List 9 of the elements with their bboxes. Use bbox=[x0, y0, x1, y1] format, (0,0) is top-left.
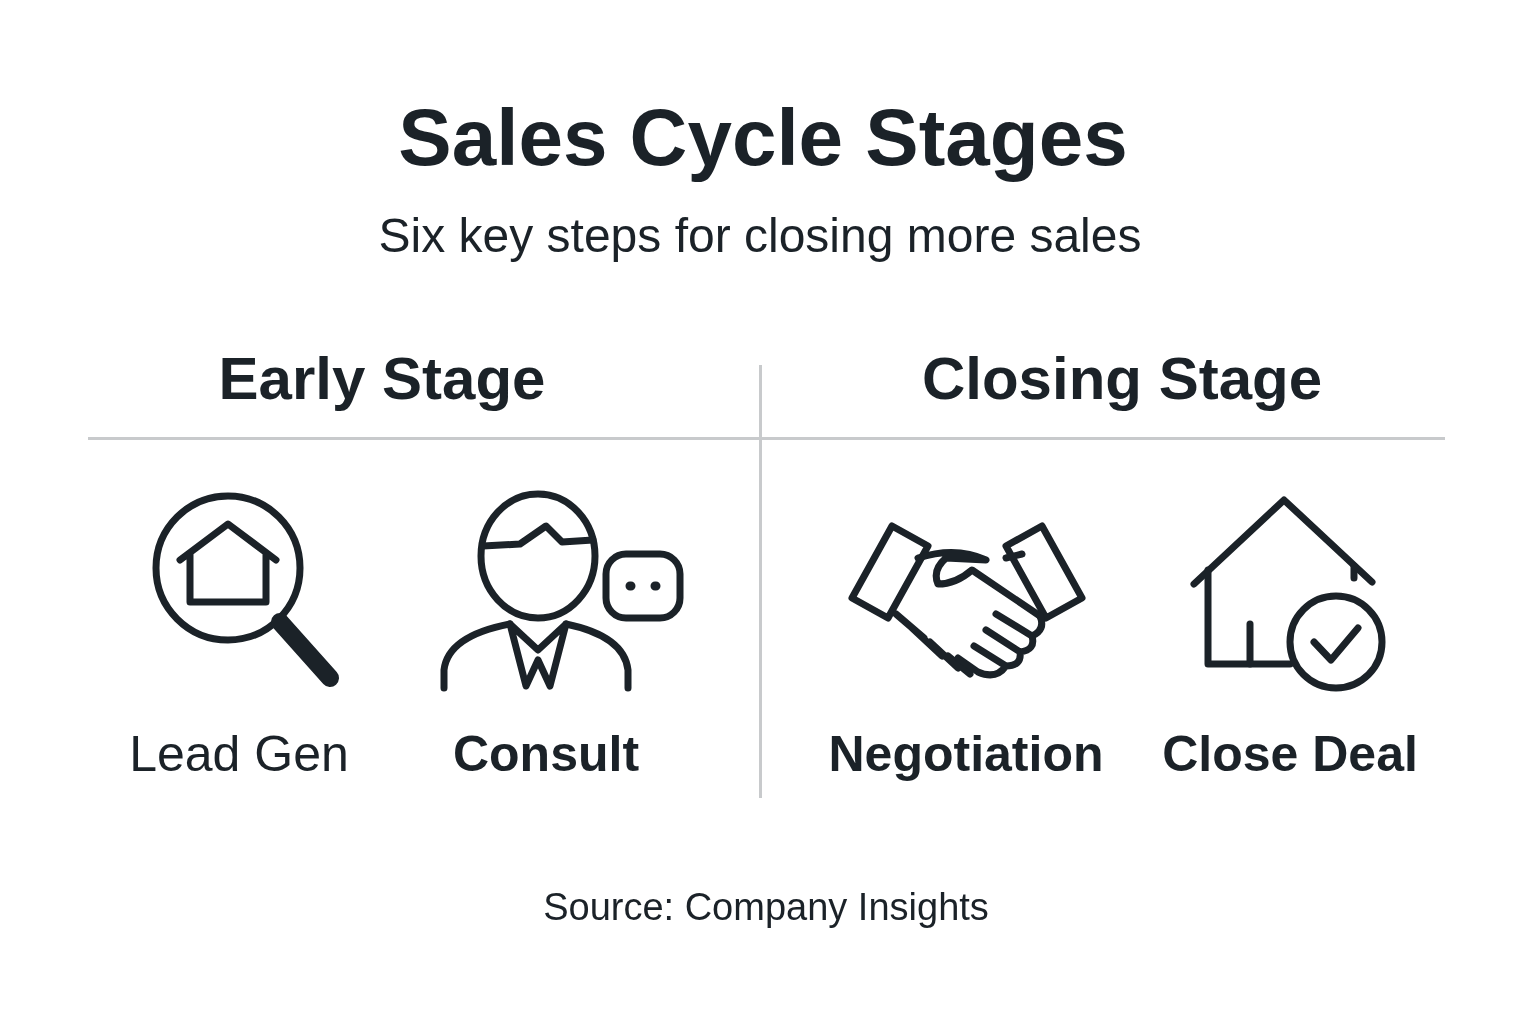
source-caption: Source: Company Insights bbox=[543, 886, 989, 930]
step-label: Consult bbox=[452, 726, 640, 784]
step-label: Negotiation bbox=[828, 726, 1104, 784]
section-heading: Early Stage bbox=[218, 344, 546, 413]
step-label: Lead Gen bbox=[129, 726, 349, 784]
subtitle: Six key steps for closing more sales bbox=[378, 208, 1142, 264]
title: Sales Cycle Stages bbox=[398, 92, 1128, 184]
step-label: Close Deal bbox=[1162, 726, 1418, 784]
section-heading: Closing Stage bbox=[921, 344, 1323, 413]
